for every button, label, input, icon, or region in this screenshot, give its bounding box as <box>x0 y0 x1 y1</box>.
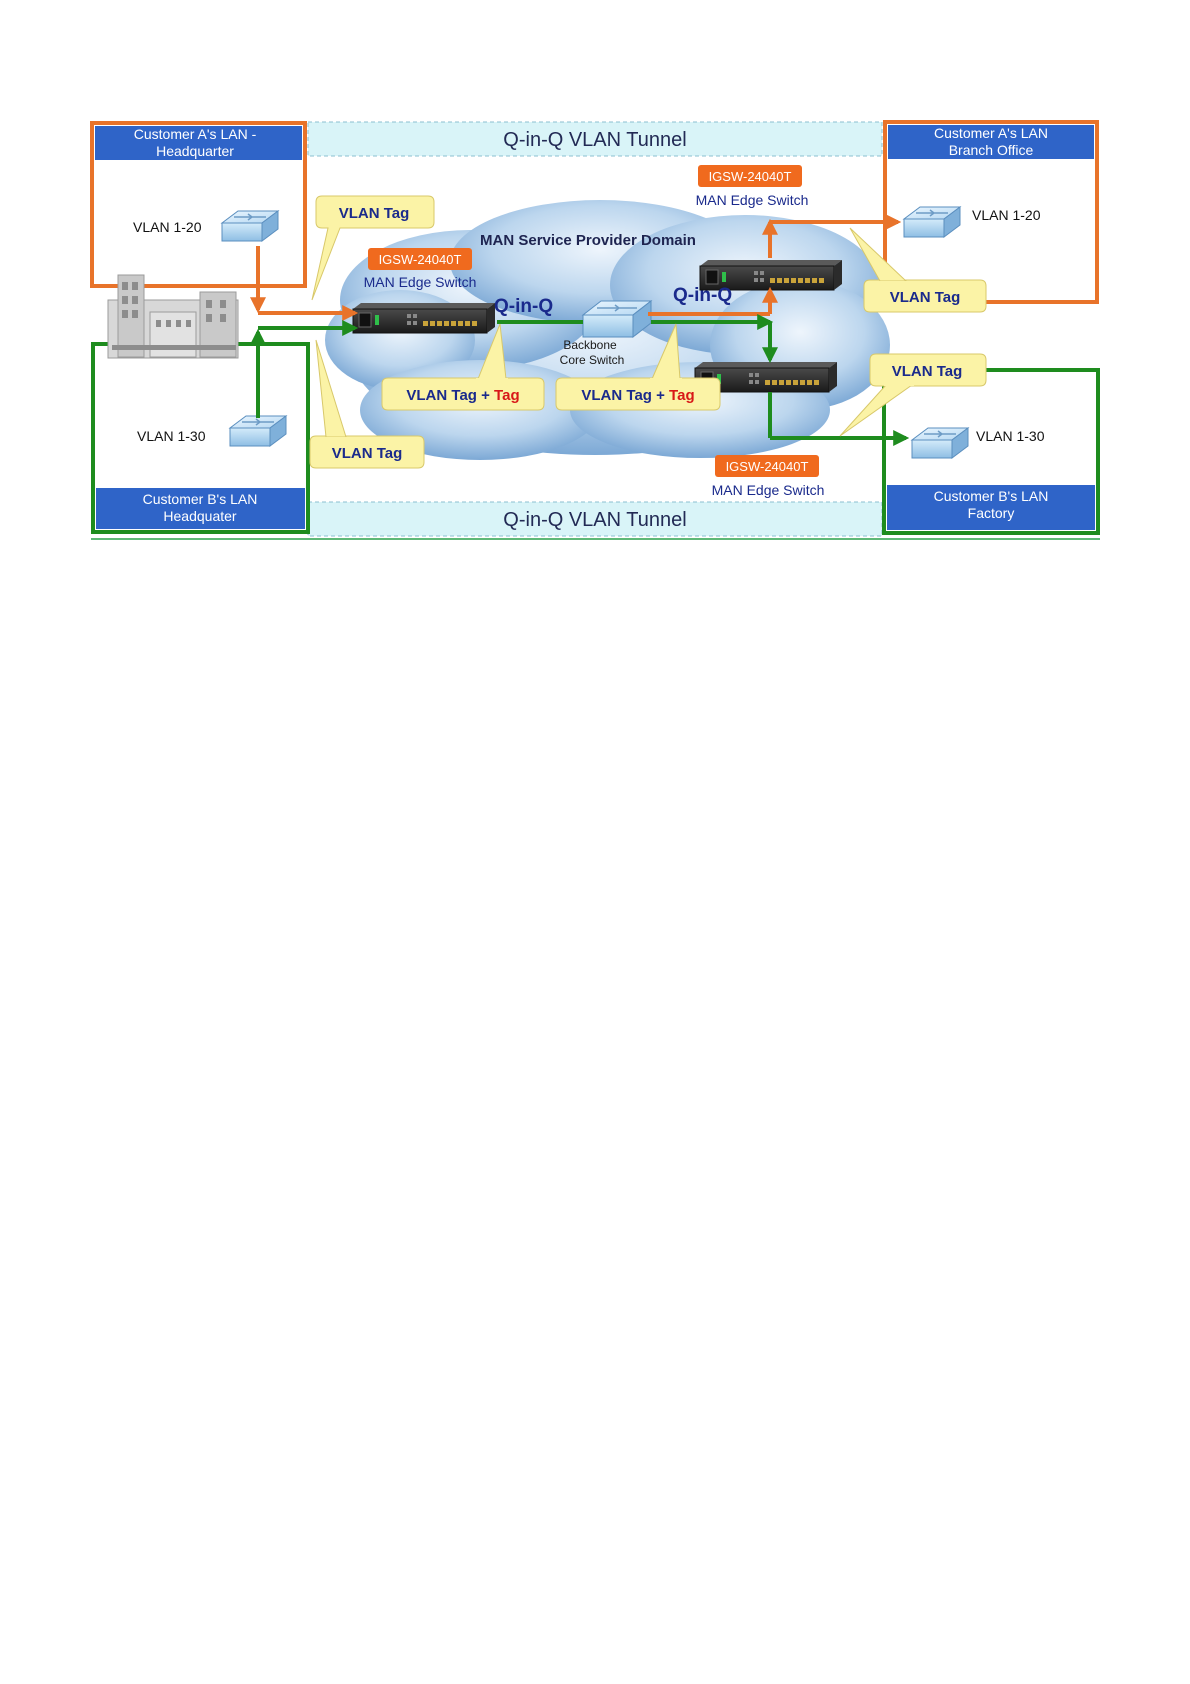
site-b-hq-title-2: Headquater <box>163 508 237 524</box>
switch-b-hq-icon <box>228 415 288 447</box>
edge-switch-left-icon <box>352 303 495 334</box>
edge-switch-top-right-icon <box>699 260 842 291</box>
site-a-branch-title-2: Branch Office <box>949 142 1034 158</box>
callout-double-left-part2: Tag <box>494 387 520 404</box>
site-b-hq-title-1: Customer B's LAN <box>143 491 258 507</box>
callout-vlan-tag-a-hq: VLAN Tag <box>311 195 435 301</box>
core-switch-label-2: Core Switch <box>560 353 625 367</box>
edge-left-model: IGSW-24040T <box>379 252 462 267</box>
edge-bottom-right-role: MAN Edge Switch <box>712 482 825 498</box>
callout-a-hq-text: VLAN Tag <box>339 205 410 222</box>
tunnel-bottom-label: Q-in-Q VLAN Tunnel <box>503 509 686 531</box>
callout-b-hq-text: VLAN Tag <box>332 445 403 462</box>
site-a-branch-title-1: Customer A's LAN <box>934 125 1048 141</box>
edge-left-role: MAN Edge Switch <box>364 274 477 290</box>
callout-vlan-tag-b-hq: VLAN Tag <box>309 339 425 469</box>
core-switch-label-1: Backbone <box>563 338 617 352</box>
edge-switch-top-right-label: IGSW-24040T MAN Edge Switch <box>696 165 809 208</box>
tunnel-top-label: Q-in-Q VLAN Tunnel <box>503 129 686 151</box>
office-building-icon <box>107 274 239 359</box>
callout-double-left-text: VLAN Tag + Tag <box>406 387 519 404</box>
switch-b-factory-icon <box>910 427 970 459</box>
edge-switch-left-label: IGSW-24040T MAN Edge Switch <box>364 248 477 290</box>
site-b-factory-vlan: VLAN 1-30 <box>976 428 1045 444</box>
site-b-factory-title-2: Factory <box>968 505 1015 521</box>
callout-b-factory-text: VLAN Tag <box>892 363 963 380</box>
callout-double-tag-left: VLAN Tag + Tag <box>381 323 545 411</box>
edge-switch-bottom-right-label: IGSW-24040T MAN Edge Switch <box>712 455 825 498</box>
site-a-hq-vlan: VLAN 1-20 <box>133 219 202 235</box>
site-customer-a-hq: Customer A's LAN - Headquarter VLAN 1-20 <box>90 121 307 288</box>
edge-bottom-right-model: IGSW-24040T <box>726 459 809 474</box>
callout-double-right-text: VLAN Tag + Tag <box>581 387 694 404</box>
site-b-factory-title-1: Customer B's LAN <box>934 488 1049 504</box>
switch-a-branch-icon <box>902 206 962 238</box>
callout-double-left-part1: VLAN Tag + <box>406 387 494 404</box>
site-a-hq-title-2: Headquarter <box>156 143 234 159</box>
callout-double-tag-right: VLAN Tag + Tag <box>555 323 721 411</box>
qinq-label-left: Q-in-Q <box>494 296 553 317</box>
site-b-hq-vlan: VLAN 1-30 <box>137 428 206 444</box>
switch-a-hq-icon <box>220 210 280 242</box>
tunnel-top: Q-in-Q VLAN Tunnel <box>307 121 883 157</box>
domain-label: MAN Service Provider Domain <box>480 232 696 249</box>
callout-vlan-tag-b-factory: VLAN Tag <box>839 353 987 437</box>
qinq-label-right: Q-in-Q <box>673 285 732 306</box>
customer-b-path <box>250 314 910 446</box>
callout-vlan-tag-a-branch: VLAN Tag <box>849 227 987 313</box>
site-a-branch-vlan: VLAN 1-20 <box>972 207 1041 223</box>
callout-double-right-part2: Tag <box>669 387 695 404</box>
customer-a-path <box>250 214 902 321</box>
callout-a-branch-text: VLAN Tag <box>890 289 961 306</box>
edge-top-right-role: MAN Edge Switch <box>696 192 809 208</box>
tunnel-bottom: Q-in-Q VLAN Tunnel <box>307 501 883 537</box>
site-a-hq-title-1: Customer A's LAN - <box>134 126 257 142</box>
edge-top-right-model: IGSW-24040T <box>709 169 792 184</box>
callout-double-right-part1: VLAN Tag + <box>581 387 669 404</box>
